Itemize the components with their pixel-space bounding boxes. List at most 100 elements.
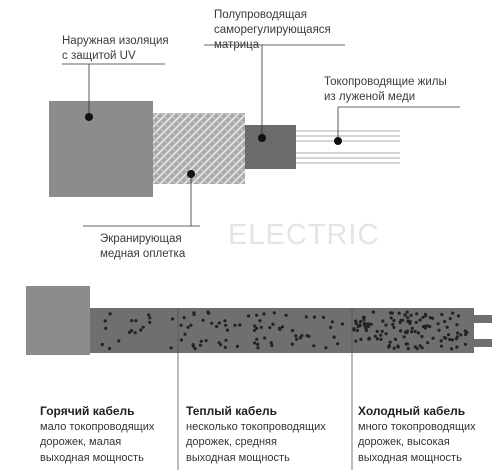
particle bbox=[364, 327, 368, 331]
particle bbox=[189, 323, 193, 327]
particle bbox=[358, 323, 362, 327]
particle bbox=[446, 333, 451, 337]
particle bbox=[329, 325, 333, 329]
particle bbox=[410, 330, 414, 334]
particle bbox=[256, 346, 260, 350]
particle bbox=[420, 334, 424, 339]
particle bbox=[388, 340, 392, 344]
particle bbox=[367, 336, 371, 340]
particle bbox=[418, 318, 422, 322]
particle bbox=[233, 323, 237, 327]
particle bbox=[443, 319, 447, 324]
particle bbox=[290, 328, 295, 333]
particle bbox=[103, 319, 107, 323]
particle bbox=[375, 337, 379, 341]
hot-cable-title: Горячий кабель bbox=[40, 404, 135, 418]
particle bbox=[256, 342, 260, 346]
particle bbox=[384, 332, 388, 336]
particle bbox=[130, 319, 134, 323]
particle bbox=[405, 342, 409, 346]
particle bbox=[437, 328, 441, 332]
particle bbox=[182, 316, 186, 320]
label-matrix: Полупроводящая саморегулирующаяся матриц… bbox=[214, 9, 331, 51]
particle bbox=[459, 333, 463, 337]
particle bbox=[409, 313, 413, 317]
particle bbox=[426, 341, 430, 345]
particle bbox=[450, 347, 454, 351]
label-outer-insulation: Наружная изоляция с защитой UV bbox=[62, 35, 169, 62]
particle bbox=[408, 321, 412, 325]
particle bbox=[179, 323, 183, 327]
copper-braid bbox=[153, 113, 245, 184]
particle bbox=[186, 325, 190, 329]
particle bbox=[440, 312, 444, 317]
particle bbox=[268, 326, 272, 330]
particle bbox=[217, 341, 221, 345]
particle bbox=[262, 312, 266, 316]
particle bbox=[312, 315, 316, 319]
particle bbox=[365, 322, 369, 326]
particle bbox=[332, 335, 336, 339]
particle bbox=[406, 347, 410, 351]
particle bbox=[392, 319, 396, 323]
leader-braid bbox=[83, 170, 200, 227]
particle bbox=[340, 322, 344, 326]
hot-cable-desc: мало токопроводящих дорожек, малая выход… bbox=[40, 420, 155, 464]
particle bbox=[330, 320, 334, 324]
particle bbox=[413, 329, 417, 334]
particle bbox=[104, 326, 108, 330]
conductor-end-top bbox=[474, 315, 492, 323]
particle bbox=[448, 337, 452, 342]
particle bbox=[134, 319, 138, 323]
column-warm-cable: Теплый кабель несколько токопроводящих д… bbox=[186, 404, 326, 466]
particle bbox=[397, 311, 401, 315]
leader-matrix bbox=[204, 44, 345, 142]
particle bbox=[381, 319, 385, 323]
particle bbox=[321, 315, 325, 319]
particle bbox=[224, 323, 228, 327]
particle bbox=[100, 342, 104, 347]
particle bbox=[253, 324, 257, 328]
particle bbox=[127, 330, 132, 334]
particle bbox=[139, 328, 143, 332]
particle bbox=[255, 326, 259, 330]
particle bbox=[255, 337, 259, 341]
particle bbox=[442, 336, 447, 340]
particle bbox=[294, 334, 298, 338]
particle bbox=[418, 344, 422, 348]
particle bbox=[392, 325, 396, 329]
particle bbox=[380, 329, 384, 333]
particle bbox=[436, 322, 440, 326]
particle bbox=[304, 315, 308, 319]
particle bbox=[416, 331, 421, 335]
particle bbox=[263, 336, 267, 340]
particle bbox=[399, 329, 403, 333]
particle bbox=[390, 311, 394, 315]
particle bbox=[295, 337, 299, 341]
particle bbox=[336, 342, 340, 346]
particle bbox=[354, 339, 358, 343]
particle bbox=[439, 344, 443, 348]
particle bbox=[271, 322, 275, 326]
particle bbox=[201, 318, 205, 322]
leader-outer-insulation bbox=[62, 63, 165, 121]
particle bbox=[428, 324, 432, 329]
particle bbox=[258, 319, 262, 323]
particle bbox=[413, 345, 417, 349]
particle bbox=[352, 327, 356, 331]
particle bbox=[369, 322, 373, 326]
leader-conductors bbox=[334, 106, 460, 145]
column-hot-cable: Горячий кабель мало токопроводящих дорож… bbox=[40, 404, 154, 466]
conductive-particles bbox=[100, 310, 469, 351]
particle bbox=[217, 321, 221, 325]
particle bbox=[148, 320, 152, 324]
particle bbox=[359, 337, 363, 341]
warm-cable-desc: несколько токопроводящих дорожек, средня… bbox=[186, 420, 326, 464]
particle bbox=[269, 341, 273, 345]
label-braid: Экранирующая медная оплетка bbox=[100, 233, 186, 260]
particle bbox=[206, 310, 210, 314]
particle bbox=[425, 324, 429, 328]
particle bbox=[423, 312, 427, 316]
particle bbox=[204, 339, 208, 343]
